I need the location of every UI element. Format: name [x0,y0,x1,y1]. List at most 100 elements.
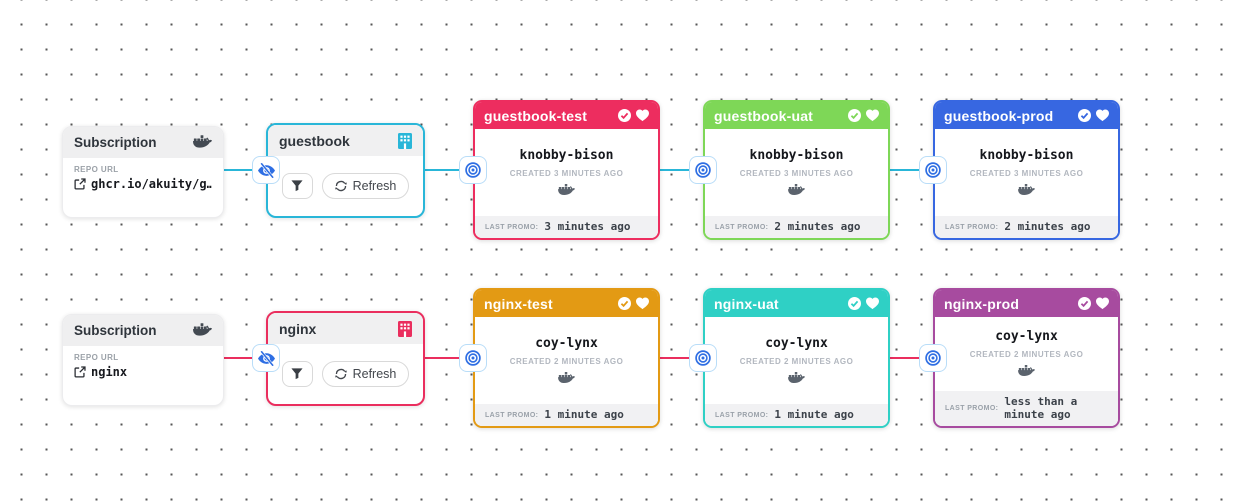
target-icon [925,350,941,366]
docker-icon [558,184,575,197]
stage-header: guestbook-uat [705,102,888,129]
stage-footer: LAST PROMO: 2 minutes ago [935,216,1118,238]
edge-subscription-to-warehouse [222,169,268,171]
verified-check-icon [848,109,861,122]
repo-url-link[interactable]: nginx [74,365,212,379]
stage-status-badges [1078,109,1109,122]
freight-name: coy-lynx [765,336,828,351]
refresh-button[interactable]: Refresh [321,361,410,387]
stage-card-nginx-prod[interactable]: nginx-prod coy-lynx CREATED 2 MINUTES AG… [933,288,1120,428]
freight-node[interactable] [919,156,947,184]
stage-header: nginx-test [475,290,658,317]
edge-warehouse-to-test [425,169,475,171]
docker-icon [558,372,575,385]
subscription-card: Subscription REPO URL ghcr.io/akuity/g… [62,126,224,218]
stage-body: coy-lynx CREATED 2 MINUTES AGO [705,317,888,404]
verified-check-icon [848,297,861,310]
target-icon [925,162,941,178]
warehouse-actions: Refresh [268,344,423,404]
hide-subscription-node[interactable] [252,156,280,184]
last-promo-value: less than a minute ago [1004,394,1078,422]
last-promo-value: 2 minutes ago [1004,220,1091,234]
refresh-label: Refresh [352,367,397,381]
last-promo-label: LAST PROMO: [485,223,539,231]
freight-created-text: CREATED 3 MINUTES AGO [969,169,1084,178]
freight-node[interactable] [689,344,717,372]
stage-card-nginx-uat[interactable]: nginx-uat coy-lynx CREATED 2 MINUTES AGO… [703,288,890,428]
docker-icon [788,184,805,197]
stage-name: guestbook-prod [944,107,1054,124]
stage-status-badges [848,109,879,122]
stage-status-badges [1078,297,1109,310]
freight-created-text: CREATED 2 MINUTES AGO [509,357,624,366]
docker-icon [1018,184,1035,197]
docker-icon [193,323,212,338]
freight-created-text: CREATED 2 MINUTES AGO [739,357,854,366]
stage-footer: LAST PROMO: less than a minute ago [935,390,1118,426]
filter-button[interactable] [281,173,313,199]
stage-header: nginx-prod [935,290,1118,317]
eye-slash-icon [258,163,275,178]
freight-node[interactable] [459,344,487,372]
last-promo-label: LAST PROMO: [485,411,539,419]
freight-created-text: CREATED 2 MINUTES AGO [969,350,1084,360]
last-promo-label: LAST PROMO: [715,411,769,419]
edge-warehouse-to-test [425,357,475,359]
docker-icon [1018,365,1035,378]
healthy-heart-icon [1096,109,1109,122]
stage-card-guestbook-test[interactable]: guestbook-test knobby-bison CREATED 3 MI… [473,100,660,240]
freight-name: knobby-bison [979,148,1074,163]
warehouse-card-guestbook[interactable]: guestbook Refresh [266,123,425,218]
stage-body: coy-lynx CREATED 2 MINUTES AGO [935,317,1118,391]
stage-footer: LAST PROMO: 1 minute ago [705,404,888,426]
stage-body: knobby-bison CREATED 3 MINUTES AGO [705,129,888,216]
freight-name: knobby-bison [519,148,614,163]
stage-status-badges [618,297,649,310]
subscription-card-header: Subscription [63,315,223,346]
repo-url-label: REPO URL [74,353,119,362]
stage-name: nginx-uat [714,295,779,312]
warehouse-card-nginx[interactable]: nginx Refresh [266,311,425,406]
filter-icon [291,180,303,192]
stage-name: nginx-test [484,295,553,312]
healthy-heart-icon [866,297,879,310]
subscription-title: Subscription [74,135,157,150]
stage-body: coy-lynx CREATED 2 MINUTES AGO [475,317,658,404]
refresh-button[interactable]: Refresh [321,173,410,199]
warehouse-icon [398,133,412,149]
freight-name: coy-lynx [995,329,1058,345]
warehouse-header: guestbook [268,125,423,156]
warehouse-name: guestbook [279,132,350,149]
freight-node[interactable] [919,344,947,372]
edge-test-to-uat [659,169,705,171]
stage-card-nginx-test[interactable]: nginx-test coy-lynx CREATED 2 MINUTES AG… [473,288,660,428]
edge-test-to-uat [659,357,705,359]
verified-check-icon [618,297,631,310]
edge-uat-to-prod [889,169,935,171]
subscription-title: Subscription [74,323,157,338]
stage-card-guestbook-uat[interactable]: guestbook-uat knobby-bison CREATED 3 MIN… [703,100,890,240]
verified-check-icon [1078,297,1091,310]
warehouse-icon [398,321,412,337]
freight-node[interactable] [459,156,487,184]
external-link-icon [74,178,86,190]
last-promo-value: 1 minute ago [544,408,624,422]
stage-card-guestbook-prod[interactable]: guestbook-prod knobby-bison CREATED 3 MI… [933,100,1120,240]
last-promo-value: 1 minute ago [774,408,854,422]
subscription-card-body: REPO URL ghcr.io/akuity/g… [63,158,223,217]
verified-check-icon [618,109,631,122]
filter-button[interactable] [281,361,313,387]
healthy-heart-icon [636,109,649,122]
freight-node[interactable] [689,156,717,184]
docker-icon [788,372,805,385]
freight-name: knobby-bison [749,148,844,163]
stage-status-badges [848,297,879,310]
hide-subscription-node[interactable] [252,344,280,372]
stage-status-badges [618,109,649,122]
stage-header: guestbook-prod [935,102,1118,129]
stage-footer: LAST PROMO: 2 minutes ago [705,216,888,238]
repo-url-value: nginx [91,365,128,379]
stage-header: nginx-uat [705,290,888,317]
repo-url-link[interactable]: ghcr.io/akuity/g… [74,177,212,191]
refresh-icon [335,368,347,380]
